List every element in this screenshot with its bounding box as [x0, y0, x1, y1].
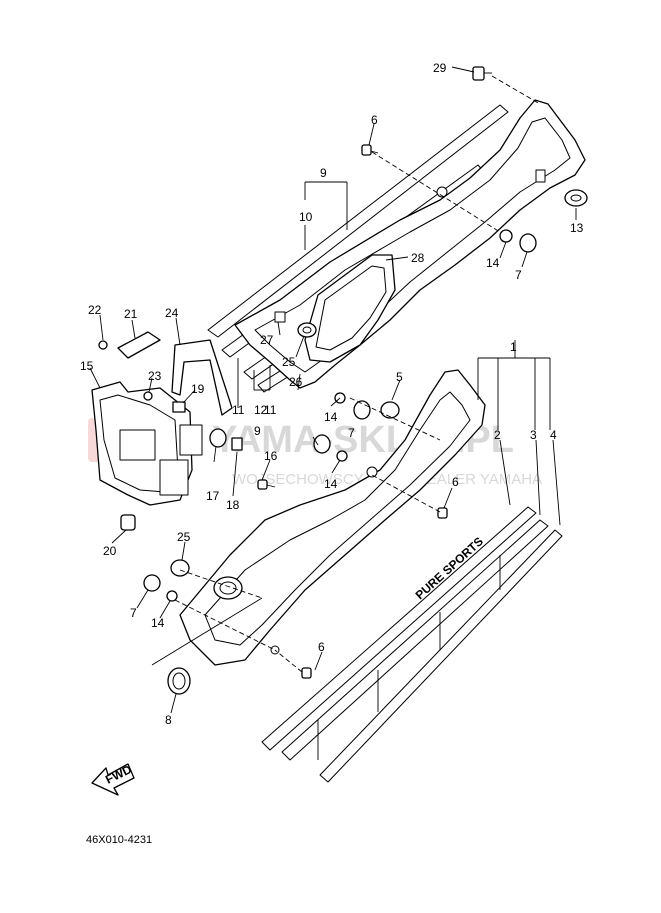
callout-7: 7: [515, 268, 522, 282]
callout-2: 2: [494, 428, 501, 442]
callout-3: 3: [530, 428, 537, 442]
callout-21: 21: [124, 307, 138, 321]
screw-6-lower: [301, 667, 312, 679]
callout-19: 19: [191, 382, 205, 396]
bolt-16: [257, 479, 276, 490]
callout-25-b: 25: [177, 530, 191, 544]
callout-14-d: 14: [151, 616, 165, 630]
callout-9-b: 9: [254, 424, 261, 438]
callout-16: 16: [264, 449, 278, 463]
leader-lines: [89, 66, 577, 714]
grommet-7-lower: [143, 574, 161, 592]
grommet-7-mid: [353, 400, 371, 420]
callout-6-b: 6: [452, 475, 459, 489]
callout-17: 17: [206, 489, 220, 503]
collar-14-left: [336, 450, 348, 462]
inner-panel-28-recess: [315, 265, 387, 351]
grommet-5: [380, 401, 400, 419]
callout-11: 11: [232, 403, 245, 417]
callout-14-b: 14: [324, 410, 338, 424]
collar-19: [172, 401, 186, 413]
decal-strip-2: [261, 506, 537, 751]
clip-27: [274, 311, 286, 323]
decal-strip-3: [319, 529, 563, 783]
callout-25: 25: [282, 355, 296, 369]
callout-8: 8: [165, 713, 172, 727]
callout-1: 1: [510, 340, 517, 354]
callout-26: 26: [289, 375, 303, 389]
bolt-29: [472, 66, 492, 81]
lower-side-cover: [179, 369, 486, 666]
strap-21: [117, 331, 161, 359]
callout-11-b: 11: [264, 403, 277, 417]
grommet-8-hole: [172, 672, 186, 690]
callout-4: 4: [550, 428, 557, 442]
callout-27: 27: [260, 333, 274, 347]
callout-5: 5: [396, 370, 403, 384]
grommet-7-left: [313, 434, 331, 454]
nut-23: [143, 391, 153, 401]
callout-12: 12: [254, 403, 268, 417]
callout-20: 20: [103, 544, 117, 558]
mount-hole-upper: [436, 186, 448, 198]
grommet-13: [564, 189, 588, 207]
callout-labels: 29 6 9 10 13 14 7 28 22 21 24 27 25 15 2…: [80, 61, 584, 727]
callout-29: 29: [433, 61, 447, 75]
grommet-7-upper: [519, 233, 537, 253]
callout-23: 23: [148, 369, 162, 383]
diagram-code: 46X010-4231: [86, 834, 152, 846]
fwd-arrow-icon: FWD: [91, 762, 135, 796]
callout-9: 9: [320, 166, 327, 180]
trim-strip-10: [207, 104, 509, 338]
callout-18: 18: [226, 498, 240, 512]
collar-14-upper: [499, 229, 513, 243]
battery-box-15: [91, 381, 203, 506]
callout-24: 24: [165, 306, 179, 320]
grommet-20: [120, 514, 136, 531]
collar-18: [231, 437, 243, 451]
callout-7-b: 7: [348, 426, 355, 440]
collar-14-lower: [166, 590, 178, 602]
decal-strips: PURE SPORTS: [261, 506, 563, 783]
screw-6-upper: [361, 144, 379, 156]
screw-6-mid: [437, 507, 448, 519]
callout-22: 22: [88, 303, 102, 317]
clip-22: [98, 340, 108, 350]
callout-10: 10: [299, 210, 313, 224]
callout-7-c: 7: [130, 606, 137, 620]
decal-strip-2b: [281, 519, 549, 761]
grommet-25-upper-hole: [302, 326, 312, 334]
grommet-17: [209, 428, 227, 448]
upper-side-cover: [207, 99, 586, 393]
callout-28: 28: [411, 251, 425, 265]
clip-tab-upper: [535, 169, 546, 183]
bracket-24: [171, 339, 233, 416]
callout-14: 14: [486, 256, 500, 270]
callout-6: 6: [371, 113, 378, 127]
callout-13: 13: [570, 221, 584, 235]
grommet-25-lower: [170, 559, 190, 577]
callout-15: 15: [80, 359, 94, 373]
callout-14-c: 14: [324, 477, 338, 491]
callout-6-c: 6: [318, 640, 325, 654]
